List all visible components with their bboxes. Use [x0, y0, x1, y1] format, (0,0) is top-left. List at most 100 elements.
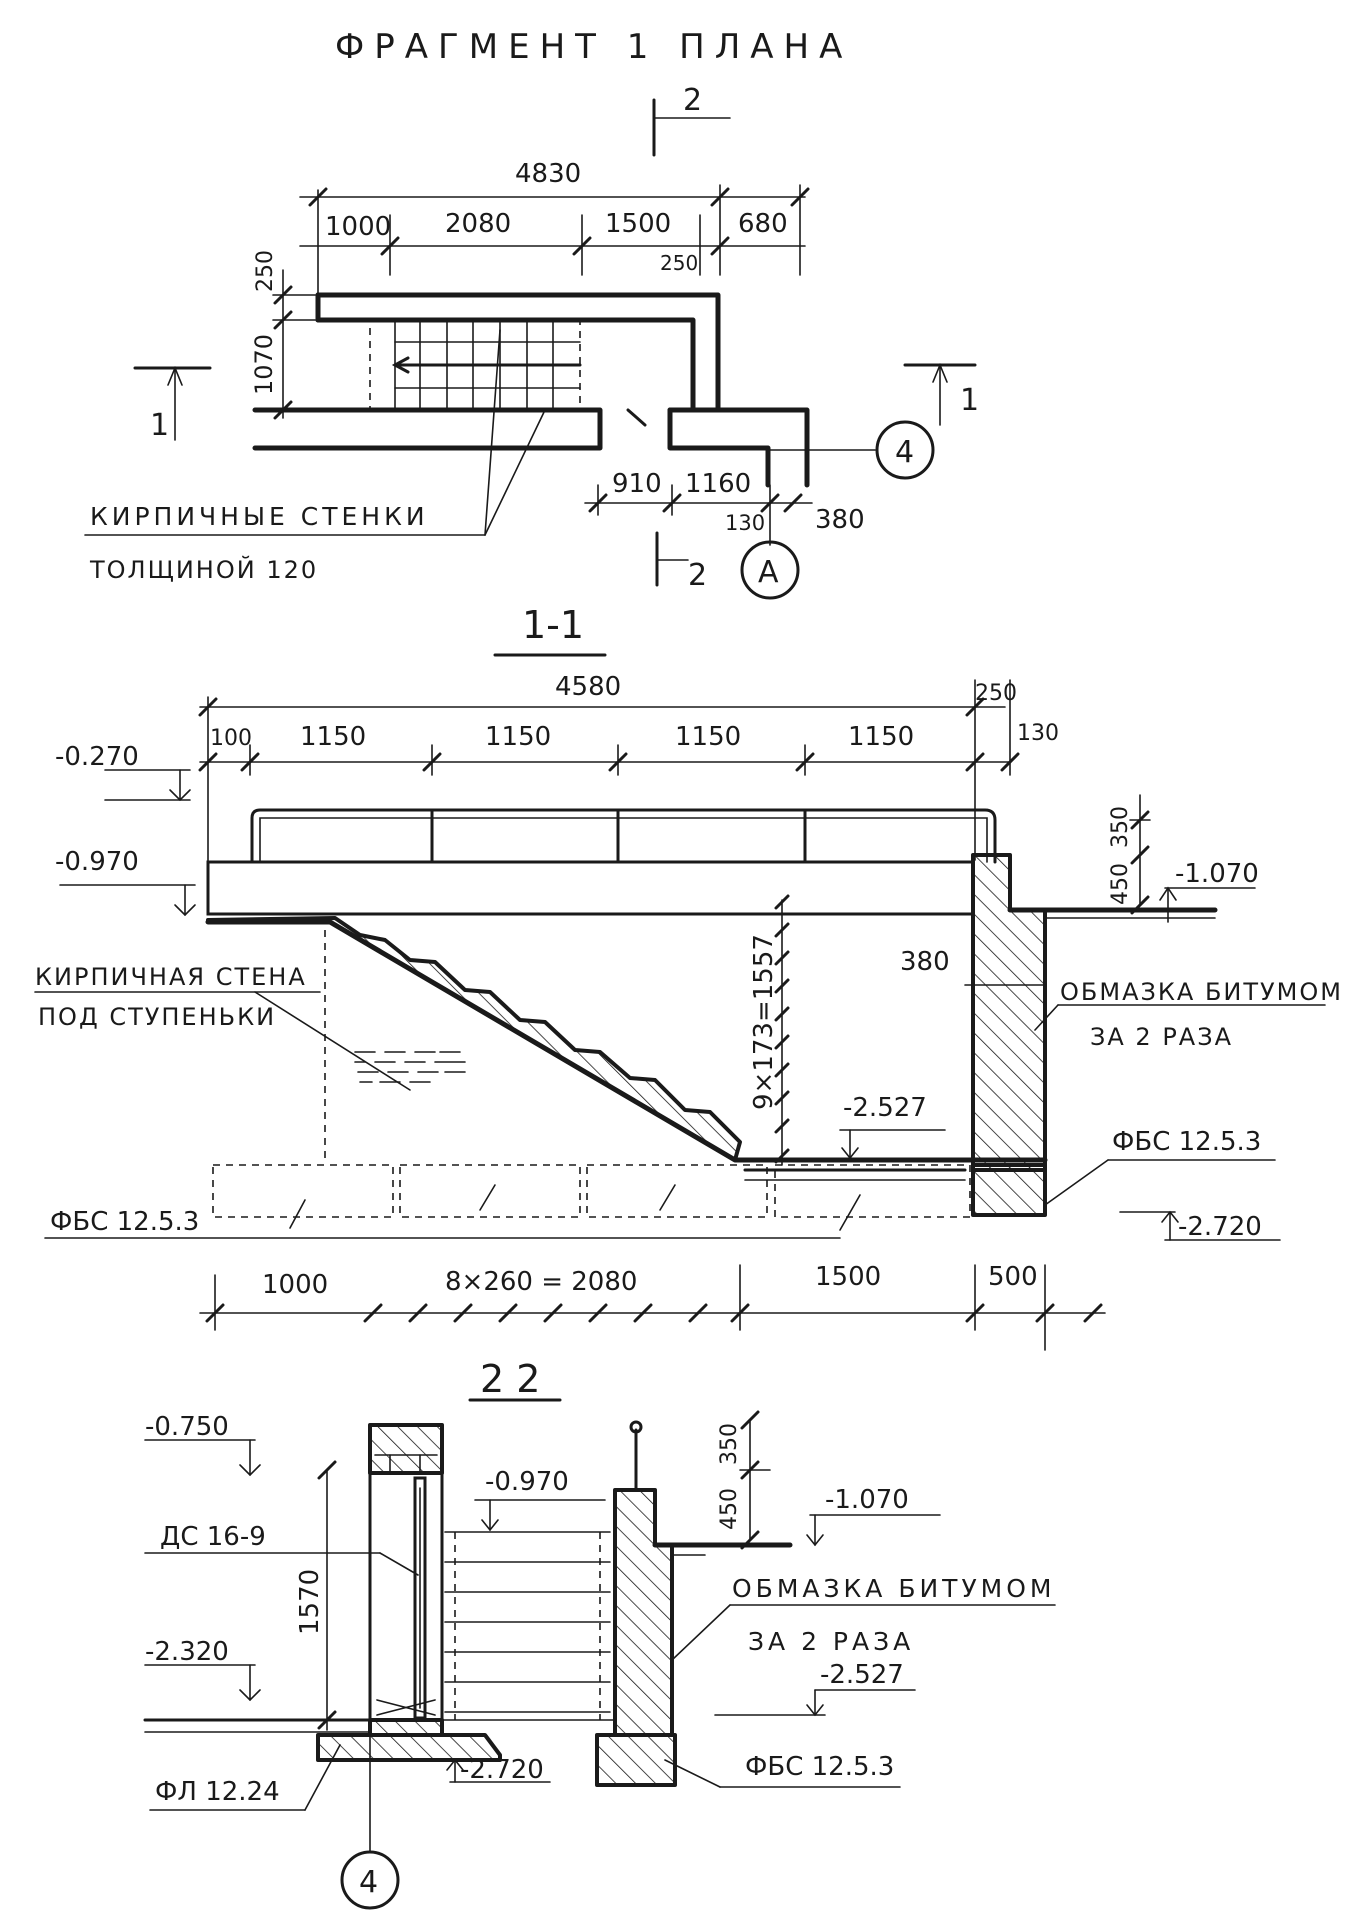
- brick-wall-note: КИРПИЧНАЯ СТЕНА ПОД СТУПЕНЬКИ: [34, 963, 411, 1091]
- drawing-title: ФРАГМЕНТ 1 ПЛАНА: [335, 27, 852, 67]
- svg-text:ЗА 2 РАЗА: ЗА 2 РАЗА: [1090, 1023, 1233, 1051]
- svg-text:500: 500: [988, 1262, 1038, 1292]
- svg-text:2 2: 2 2: [480, 1357, 540, 1401]
- fbs-label-left: ФБС 12.5.3: [44, 1207, 841, 1239]
- svg-text:ЗА 2 РАЗА: ЗА 2 РАЗА: [748, 1627, 914, 1656]
- svg-text:-0.970: -0.970: [55, 847, 139, 877]
- svg-text:A: A: [758, 555, 779, 590]
- level-mark-ground: -1.070: [1159, 859, 1259, 923]
- svg-text:1000: 1000: [325, 212, 391, 242]
- svg-text:4: 4: [359, 1865, 378, 1900]
- svg-text:ФЛ 12.24: ФЛ 12.24: [155, 1777, 280, 1807]
- svg-text:-0.970: -0.970: [485, 1467, 569, 1497]
- svg-text:ФБС 12.5.3: ФБС 12.5.3: [745, 1752, 894, 1782]
- svg-text:1160: 1160: [685, 469, 751, 499]
- level-mark-2-floor-right: -2.527: [714, 1660, 916, 1717]
- svg-text:4580: 4580: [555, 672, 621, 702]
- plan-brick-walls-note: КИРПИЧНЫЕ СТЕНКИ ТОЛЩИНОЙ 120: [84, 329, 546, 584]
- plan-axis-4: 4: [769, 420, 935, 480]
- stair-treads: [206, 916, 742, 1162]
- section-1-1: 1-1 -0.270 -0.970 -1.070: [34, 603, 1343, 1351]
- svg-text:1570: 1570: [295, 1569, 325, 1635]
- svg-text:КИРПИЧНЫЕ СТЕНКИ: КИРПИЧНЫЕ СТЕНКИ: [90, 502, 429, 531]
- svg-text:450: 450: [1108, 863, 1133, 905]
- level-mark-2-floor-left: -2.320: [144, 1637, 261, 1702]
- fbs-block-2: [595, 1733, 677, 1787]
- svg-text:2080: 2080: [445, 209, 511, 239]
- svg-text:1150: 1150: [848, 722, 914, 752]
- svg-text:680: 680: [738, 209, 788, 239]
- svg-text:ПОД СТУПЕНЬКИ: ПОД СТУПЕНЬКИ: [38, 1003, 276, 1031]
- svg-text:4830: 4830: [515, 159, 581, 189]
- svg-text:1: 1: [960, 383, 979, 418]
- door-label: ДС 16-9: [144, 1522, 419, 1576]
- bitumen-note-2: ОБМАЗКА БИТУМОМ ЗА 2 РАЗА: [671, 1574, 1056, 1661]
- svg-text:100: 100: [210, 726, 252, 751]
- wall-dims-right: 350 450 380: [900, 794, 1151, 986]
- svg-text:250: 250: [253, 250, 278, 292]
- section-marker-2-bottom: 2: [655, 531, 707, 593]
- svg-text:КИРПИЧНАЯ СТЕНА: КИРПИЧНАЯ СТЕНА: [35, 963, 307, 991]
- retaining-wall: [971, 853, 1047, 1172]
- svg-text:250: 250: [975, 681, 1017, 706]
- plan-fragment: 2 2 1 1: [84, 83, 979, 600]
- svg-text:ТОЛЩИНОЙ 120: ТОЛЩИНОЙ 120: [89, 555, 318, 584]
- plan-dimensions: 4830 1000 2080 1500 680 250 250 1070: [250, 159, 810, 420]
- section-2-2: 2 2 -0.750 -0.970 -1.070 -2.320: [143, 1357, 1056, 1910]
- svg-text:1150: 1150: [300, 722, 366, 752]
- svg-text:1: 1: [150, 408, 169, 443]
- level-mark-2-ground: -1.070: [806, 1485, 941, 1547]
- svg-text:1150: 1150: [675, 722, 741, 752]
- svg-text:-2.527: -2.527: [843, 1093, 927, 1123]
- axis-4-bottom: 4: [340, 1734, 400, 1910]
- section-marker-1-left: 1: [133, 365, 212, 443]
- svg-text:-2.320: -2.320: [145, 1637, 229, 1667]
- svg-text:-1.070: -1.070: [825, 1485, 909, 1515]
- svg-text:1150: 1150: [485, 722, 551, 752]
- level-mark-floor: -2.527: [839, 1093, 946, 1160]
- plan-axis-A: A: [740, 540, 800, 600]
- svg-text:2: 2: [688, 558, 707, 593]
- svg-text:ОБМАЗКА БИТУМОМ: ОБМАЗКА БИТУМОМ: [732, 1574, 1056, 1603]
- svg-text:2: 2: [683, 83, 702, 118]
- door-height-dim: 1570: [295, 1460, 337, 1731]
- retaining-wall-2: [613, 1488, 674, 1737]
- footing-label: ФЛ 12.24: [149, 1744, 341, 1811]
- svg-text:-2.720: -2.720: [1178, 1212, 1262, 1242]
- svg-text:250: 250: [660, 251, 698, 275]
- section1-elevation-marks: -0.270 -0.970 -1.070 -2.527: [55, 742, 1281, 1242]
- fbs-block-right: [971, 1163, 1047, 1217]
- svg-text:-0.750: -0.750: [145, 1412, 229, 1442]
- plan-walls: [252, 292, 810, 488]
- svg-text:1500: 1500: [815, 1262, 881, 1292]
- svg-text:910: 910: [612, 469, 662, 499]
- door-column: [368, 1423, 444, 1737]
- level-mark-base: -2.720: [1119, 1210, 1281, 1242]
- svg-text:130: 130: [1017, 721, 1059, 746]
- section-marker-2-top: 2: [652, 83, 731, 157]
- plan-lower-dims: 910 1160 130 380: [584, 469, 865, 546]
- svg-text:1000: 1000: [262, 1270, 328, 1300]
- svg-text:ОБМАЗКА БИТУМОМ: ОБМАЗКА БИТУМОМ: [1060, 978, 1343, 1006]
- level-mark-landing: -0.970: [55, 847, 196, 917]
- section-marker-1-right: 1: [903, 362, 979, 426]
- svg-text:4: 4: [895, 435, 914, 470]
- fl-footing: [316, 1733, 502, 1762]
- block-label-2: ФБС 12.5.3: [664, 1752, 901, 1788]
- svg-text:380: 380: [900, 947, 950, 977]
- svg-text:ФБС 12.5.3: ФБС 12.5.3: [50, 1207, 199, 1237]
- svg-text:8×260 = 2080: 8×260 = 2080: [445, 1267, 637, 1297]
- svg-text:1070: 1070: [250, 334, 278, 395]
- riser-dimension: 9×173=1557: [749, 894, 790, 1166]
- railing: [250, 808, 997, 864]
- svg-text:9×173=1557: 9×173=1557: [749, 934, 779, 1110]
- parapet-wall: [206, 860, 975, 916]
- fbs-blocks-dashed: [212, 1164, 971, 1231]
- svg-text:1-1: 1-1: [522, 603, 584, 647]
- svg-text:-0.270: -0.270: [55, 742, 139, 772]
- svg-text:-2.527: -2.527: [820, 1660, 904, 1690]
- wall-dims-2: 350 450: [717, 1410, 771, 1550]
- section1-top-dims: 4580 250 100 1150 1150 1150 1150 130: [198, 672, 1059, 871]
- level-mark-2-landing: -0.970: [474, 1467, 606, 1532]
